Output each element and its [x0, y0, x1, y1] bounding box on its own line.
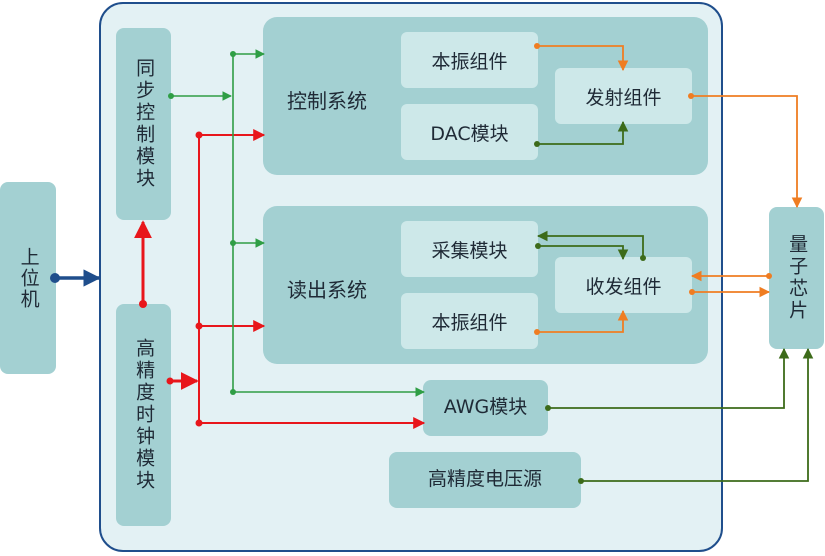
sync-control-module: 同步控制模块 [116, 28, 171, 220]
host-link [50, 269, 101, 287]
quantum-chip-label: 量子芯片 [786, 234, 809, 322]
awg-module: AWG模块 [423, 380, 548, 436]
voltage-source: 高精度电压源 [389, 452, 581, 508]
clock-module: 高精度时钟模块 [116, 304, 171, 526]
transceiver-component: 收发组件 [555, 257, 692, 313]
control-system-label: 控制系统 [287, 89, 367, 113]
transmit-component: 发射组件 [555, 68, 692, 124]
clock-module-label: 高精度时钟模块 [133, 338, 156, 492]
host-computer-block: 上位机 [0, 182, 56, 374]
quantum-chip-block: 量子芯片 [769, 207, 824, 349]
dac-module: DAC模块 [401, 104, 538, 160]
acquisition-module: 采集模块 [401, 221, 538, 277]
control-local-oscillator: 本振组件 [401, 32, 538, 88]
readout-local-oscillator: 本振组件 [401, 293, 538, 349]
readout-system-label: 读出系统 [287, 278, 367, 302]
sync-control-label: 同步控制模块 [133, 58, 156, 190]
host-computer-label: 上位机 [17, 246, 40, 310]
